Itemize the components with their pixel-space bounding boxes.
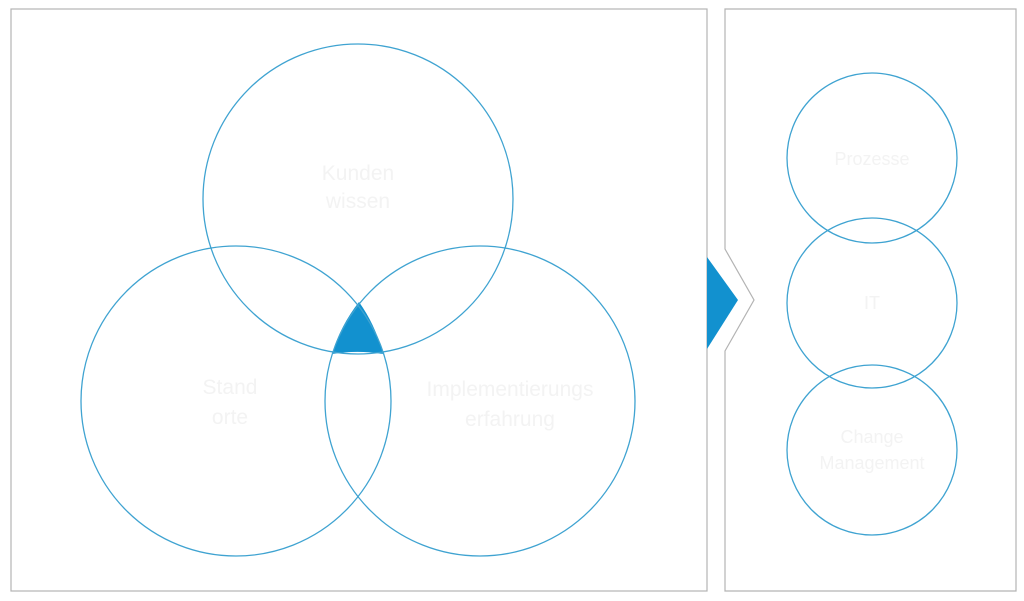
venn-label-left-line1: Stand <box>203 376 258 399</box>
arrow-right-icon <box>707 257 738 349</box>
venn-label-top-line2: wissen <box>325 190 390 213</box>
stack-circle-third <box>786 364 958 536</box>
stack-label-third-line1: Change <box>840 427 903 447</box>
stack-circle-first <box>786 72 958 244</box>
stack-label-third-line2: Management <box>819 453 924 473</box>
venn-circle-right <box>324 245 636 557</box>
venn-circle-top <box>202 43 514 355</box>
venn-intersection <box>332 302 383 354</box>
right-panel <box>724 8 1017 592</box>
left-panel <box>10 8 708 592</box>
venn-label-right-line2: erfahrung <box>465 408 555 431</box>
venn-label-top-line1: Kunden <box>322 162 394 185</box>
venn-label-left-line2: orte <box>212 406 248 429</box>
stack-label-first: Prozesse <box>834 149 909 169</box>
venn-circle-left <box>80 245 392 557</box>
stack-circle-second <box>786 217 958 389</box>
venn-label-right-line1: Implementierungs <box>427 378 594 401</box>
stack-label-second: IT <box>864 293 880 313</box>
